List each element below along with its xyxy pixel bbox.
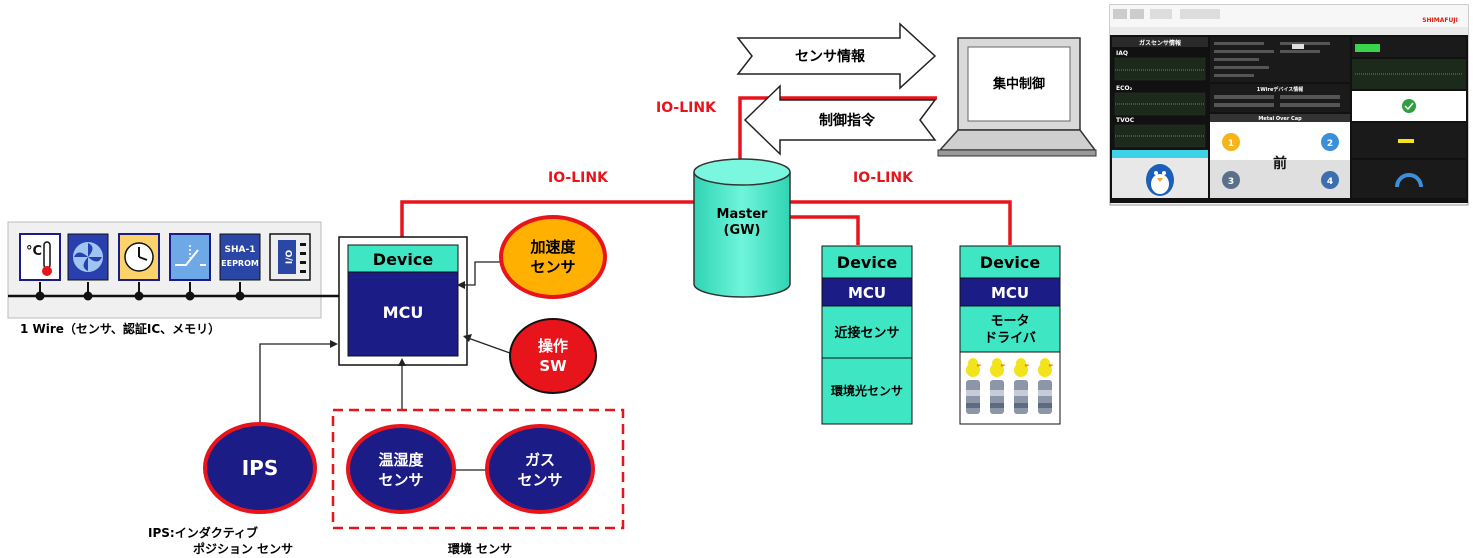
sensor-info-label: センサ情報	[795, 48, 866, 65]
main-device: Device MCU	[338, 236, 468, 366]
penguin-mascot-icon	[1146, 164, 1174, 196]
svg-text:操作: 操作	[538, 337, 568, 355]
svg-text:SHA-1: SHA-1	[225, 245, 256, 255]
connectors	[259, 261, 511, 471]
accelerometer-sensor: 加速度 センサ	[499, 215, 607, 299]
svg-text:1Wireデバイス情報: 1Wireデバイス情報	[1257, 86, 1304, 93]
svg-text:温湿度: 温湿度	[378, 451, 424, 469]
svg-text:IAQ: IAQ	[1116, 50, 1128, 57]
control-command-label: 制御指令	[819, 112, 876, 129]
fan-icon	[67, 233, 109, 281]
control-command-arrow: 制御指令	[743, 84, 937, 156]
ips-caption-1: IPS:インダクティブ	[148, 525, 258, 540]
main-mcu-label: MCU	[383, 303, 424, 322]
svg-text:近接センサ: 近接センサ	[834, 325, 899, 341]
svg-text:IPS: IPS	[242, 456, 279, 480]
thermometer-icon: °C	[19, 233, 61, 281]
motor-photo	[966, 358, 1054, 414]
svg-text:ガスセンサ情報: ガスセンサ情報	[1139, 39, 1182, 47]
svg-text:加速度: 加速度	[529, 238, 576, 256]
dashboard-thumbnail: SHIMAFUJI ガスセンサ情報 IAQ ECO₂ TVOC	[1109, 4, 1469, 206]
main-device-label: Device	[373, 250, 434, 269]
io-link-lines	[400, 96, 1012, 245]
svg-text:°C: °C	[26, 244, 42, 259]
svg-text:センサ: センサ	[517, 471, 562, 489]
dashboard-logo: SHIMAFUJI	[1422, 17, 1458, 24]
sensor-info-arrow: センサ情報	[736, 22, 937, 90]
svg-text:2: 2	[1327, 139, 1333, 149]
laptop-icon: 集中制御	[937, 37, 1097, 157]
master-label: Master	[717, 207, 768, 222]
svg-text:I/O: I/O	[285, 250, 295, 265]
svg-text:Device: Device	[837, 253, 898, 272]
ips-caption-2: ポジション センサ	[193, 541, 293, 556]
svg-text:環境光センサ: 環境光センサ	[831, 383, 903, 398]
svg-text:SW: SW	[539, 357, 567, 375]
io-chip-icon: I/O	[269, 233, 311, 281]
svg-text:1: 1	[1228, 139, 1234, 149]
eeprom-chip-icon: SHA-1 EEPROM	[219, 233, 261, 281]
clock-icon	[118, 233, 160, 281]
svg-text:4: 4	[1327, 177, 1333, 187]
switch-icon	[169, 233, 211, 281]
environment-caption: 環境 センサ	[448, 541, 512, 556]
svg-text:センサ: センサ	[378, 471, 423, 489]
svg-text:センサ: センサ	[530, 258, 575, 276]
svg-text:MCU: MCU	[991, 284, 1029, 302]
motor-device: Device MCU モータ ドライバ	[959, 245, 1061, 425]
central-control-label: 集中制御	[992, 76, 1045, 92]
io-link-label-right: IO-LINK	[853, 170, 914, 186]
svg-text:Device: Device	[980, 253, 1041, 272]
connector-arrowheads	[330, 281, 472, 366]
svg-text:EEPROM: EEPROM	[221, 259, 259, 268]
gateway-label: (GW)	[724, 223, 761, 238]
svg-text:Metal Over Cap: Metal Over Cap	[1258, 116, 1302, 122]
svg-text:ECO₂: ECO₂	[1116, 85, 1133, 92]
onewire-caption: 1 Wire（センサ、認証IC、メモリ）	[20, 321, 220, 336]
svg-text:ドライバ: ドライバ	[984, 331, 1036, 346]
ips-sensor: IPS IPS:インダクティブ ポジション センサ	[148, 422, 317, 556]
svg-text:モータ: モータ	[990, 314, 1029, 329]
io-link-label-left: IO-LINK	[548, 170, 609, 186]
svg-text:TVOC: TVOC	[1116, 117, 1135, 124]
operation-switch: 操作 SW	[509, 318, 597, 394]
svg-text:前: 前	[1273, 155, 1287, 172]
environment-sensors: 温湿度 センサ ガス センサ 環境 センサ	[331, 408, 625, 556]
master-gateway: Master (GW)	[693, 158, 791, 298]
svg-text:MCU: MCU	[848, 284, 886, 302]
proximity-device: Device MCU 近接センサ 環境光センサ	[821, 245, 913, 425]
svg-text:3: 3	[1228, 177, 1234, 187]
io-link-label-top: IO-LINK	[656, 100, 717, 116]
onewire-panel: °C SHA-1 EEPROM	[7, 221, 350, 336]
svg-text:ガス: ガス	[525, 451, 555, 469]
